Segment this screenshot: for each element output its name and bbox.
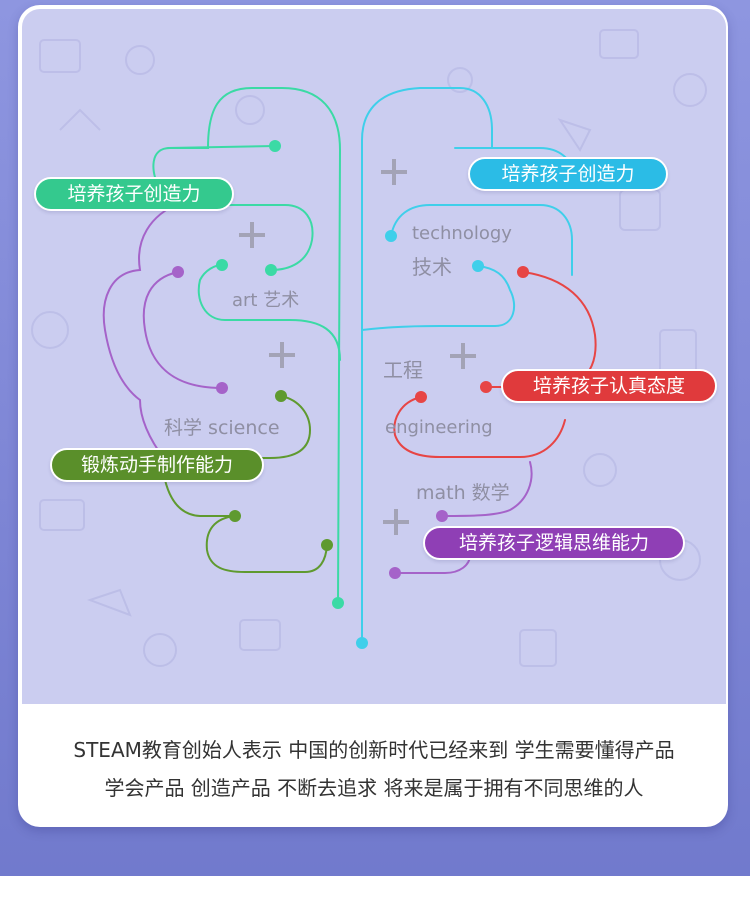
- art-label: art 艺术: [232, 290, 300, 311]
- plus-sign: [383, 509, 409, 535]
- science-badge: 锻炼动手制作能力: [50, 448, 264, 482]
- science-green-branch: [164, 395, 328, 573]
- engineering-cn-label: 工程: [383, 358, 423, 382]
- plus-sign: [269, 342, 295, 368]
- branch-dots: [172, 140, 529, 649]
- technology-badge: 培养孩子创造力: [468, 157, 668, 191]
- description-line-1: STEAM教育创始人表示 中国的创新时代已经来到 学生需要懂得产品: [73, 738, 675, 762]
- plus-sign: [381, 159, 407, 185]
- engineering-badge: 培养孩子认真态度: [501, 369, 717, 403]
- description-line-2: 学会产品 创造产品 不断去追求 将来是属于拥有不同思维的人: [104, 776, 644, 800]
- brain-tree-diagram: [31, 29, 707, 667]
- science-label: 科学 science: [164, 417, 280, 439]
- description-block: STEAM教育创始人表示 中国的创新时代已经来到 学生需要懂得产品 学会产品 创…: [22, 704, 726, 822]
- math-label: math 数学: [416, 482, 510, 504]
- art-badge: 培养孩子创造力: [34, 177, 234, 211]
- technology-cn-label: 技术: [412, 255, 452, 279]
- art-branch: [152, 87, 342, 604]
- science-purple-branch: [102, 202, 223, 461]
- technology-en-label: technology: [412, 223, 512, 244]
- diagram-panel: art 艺术 technology 技术 科学 science 工程 engin…: [22, 9, 726, 704]
- bottom-white-strip: [0, 876, 750, 906]
- plus-sign: [450, 343, 476, 369]
- plus-sign: [239, 222, 265, 248]
- engineering-en-label: engineering: [385, 417, 493, 438]
- doodle-background: [31, 29, 707, 667]
- math-badge: 培养孩子逻辑思维能力: [423, 526, 685, 560]
- technology-branch: [361, 87, 576, 644]
